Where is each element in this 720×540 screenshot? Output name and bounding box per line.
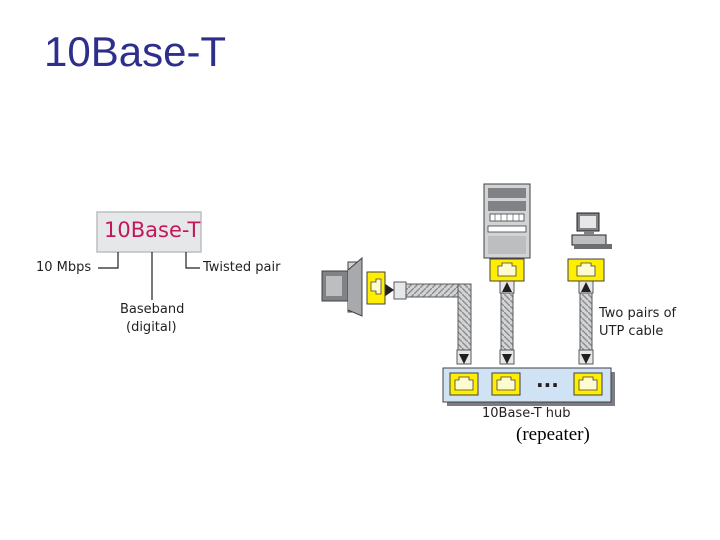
hub-ellipsis: ... — [536, 368, 559, 392]
hub-port-3 — [573, 372, 603, 396]
plug-nic — [393, 281, 407, 300]
hub-port-1 — [449, 372, 479, 396]
hub-caption: (repeater) — [516, 424, 590, 445]
medium-label: Twisted pair — [203, 260, 281, 275]
hub-port-2 — [491, 372, 521, 396]
utp-cables — [403, 283, 593, 351]
hub-label: 10Base-T hub — [482, 406, 571, 421]
signal-arrows — [384, 282, 591, 364]
cable-server-to-hub — [500, 291, 514, 351]
arrow-up-server — [502, 282, 512, 292]
rate-label: 10 Mbps — [36, 260, 92, 275]
hub-icon — [442, 367, 615, 406]
arrow-up-desktop — [581, 282, 591, 292]
desktop-computer-icon — [571, 212, 612, 249]
arrow-down-3 — [581, 354, 591, 364]
cable-nic-to-hub — [403, 283, 472, 351]
device-ports — [489, 258, 605, 282]
network-card-icon — [321, 256, 386, 317]
signal-label-line1: Baseband — [120, 302, 185, 317]
rj45-port-icon — [567, 258, 605, 282]
cable-desktop-to-hub — [579, 291, 593, 351]
signal-label-line2: (digital) — [126, 320, 177, 335]
slide-title: 10Base-T — [44, 28, 227, 75]
arrow-to-nic — [384, 283, 394, 297]
naming-box — [96, 211, 202, 253]
naming-box-label: 10Base-T — [104, 218, 201, 242]
server-tower-icon — [483, 183, 531, 259]
cable-label-line2: UTP cable — [599, 324, 664, 339]
rj45-port-icon — [489, 258, 525, 282]
naming-connectors — [98, 252, 200, 300]
arrow-down-2 — [502, 354, 512, 364]
cable-label-line1: Two pairs of — [599, 306, 677, 321]
arrow-down-1 — [459, 354, 469, 364]
